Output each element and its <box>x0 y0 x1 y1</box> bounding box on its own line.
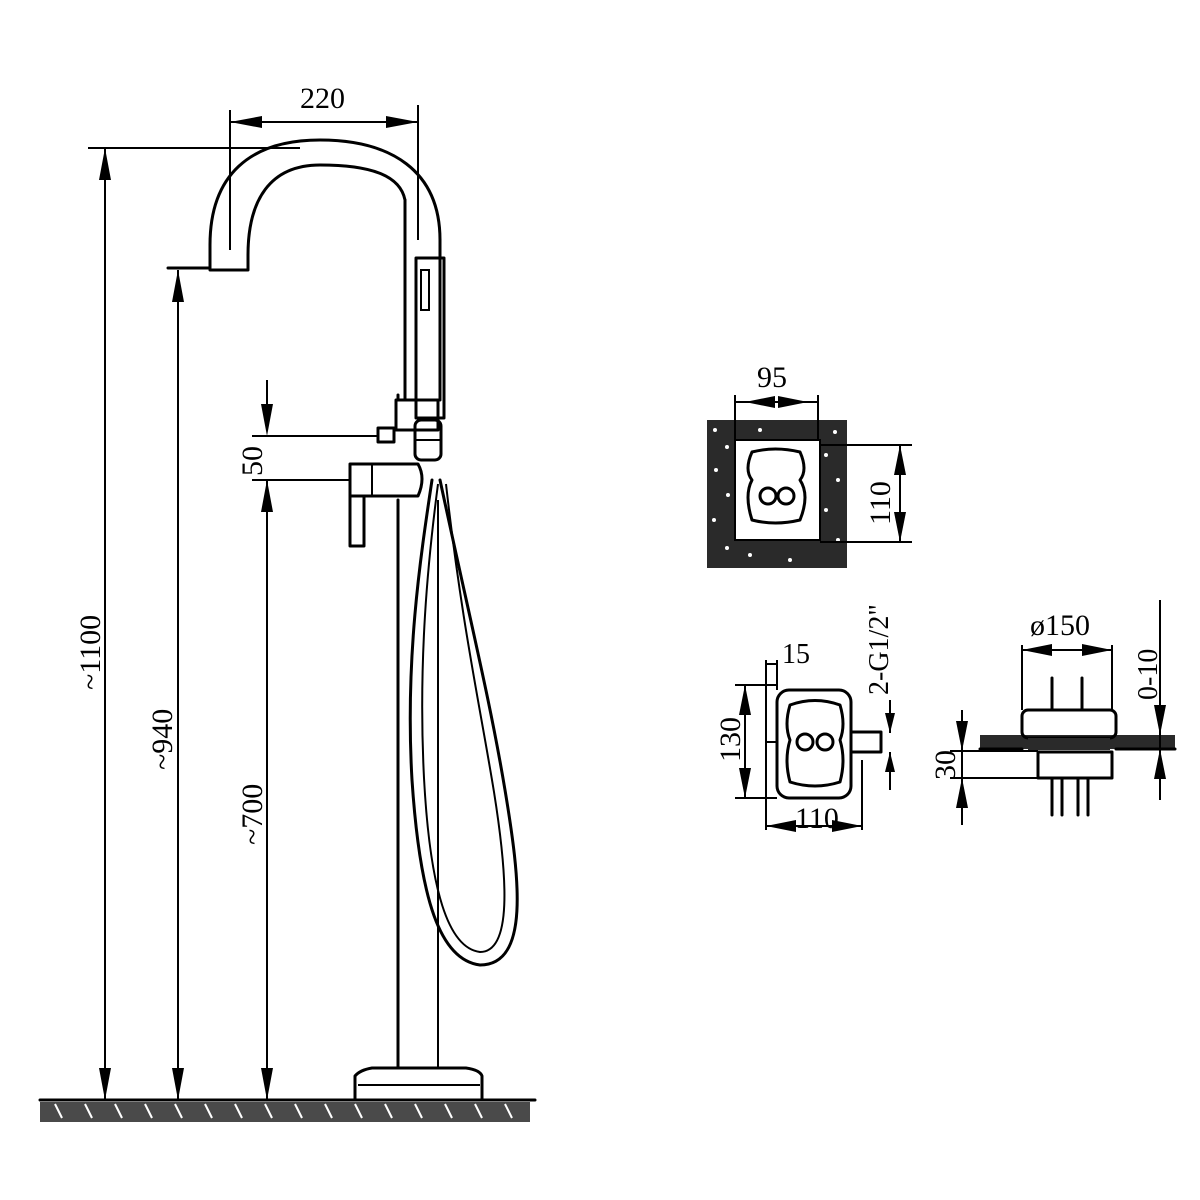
mixer-lever <box>348 494 366 548</box>
label-spout-reach: 220 <box>300 82 345 115</box>
shower-hose-inner <box>421 483 506 954</box>
floor-hatch <box>38 1098 537 1122</box>
shower-hose-outer <box>408 478 519 967</box>
label-box-height: 110 <box>864 481 897 525</box>
mixer-body <box>348 462 424 498</box>
floor-faucet <box>166 138 519 1102</box>
label-box-width: 95 <box>757 361 787 394</box>
mixer-cap <box>376 426 396 444</box>
installation-box-plan: 95 110 <box>707 361 912 568</box>
dim-spout-height: ~940 <box>146 270 184 1100</box>
hand-shower <box>414 256 446 420</box>
label-flange-diameter: ø150 <box>1030 609 1090 642</box>
spout-outer <box>166 138 442 270</box>
label-recess-depth: 30 <box>929 750 962 780</box>
label-plate-pitch: 15 <box>782 639 810 670</box>
label-thread: 2-G1/2" <box>864 604 895 695</box>
holder-bracket <box>394 398 440 432</box>
dim-mixer: 50 ~700 <box>236 380 378 1100</box>
label-mixer-height: ~700 <box>236 784 269 845</box>
label-spout-height: ~940 <box>146 709 179 770</box>
faucet-base <box>353 1066 484 1102</box>
mounting-plate-plan: 15 130 110 2-G1/2" <box>714 604 895 835</box>
label-adjust-range: 0-10 <box>1133 649 1164 700</box>
label-plate-height: 130 <box>714 717 747 762</box>
flange-section: ø150 30 0-10 <box>929 600 1177 825</box>
label-mixer-offset: 50 <box>236 446 269 476</box>
dim-total-height: ~1100 <box>74 147 300 1100</box>
spout-inner <box>208 163 407 272</box>
dim-spout-reach: 220 <box>229 82 419 250</box>
label-total-height: ~1100 <box>74 615 107 690</box>
label-plate-width: 110 <box>795 802 839 835</box>
